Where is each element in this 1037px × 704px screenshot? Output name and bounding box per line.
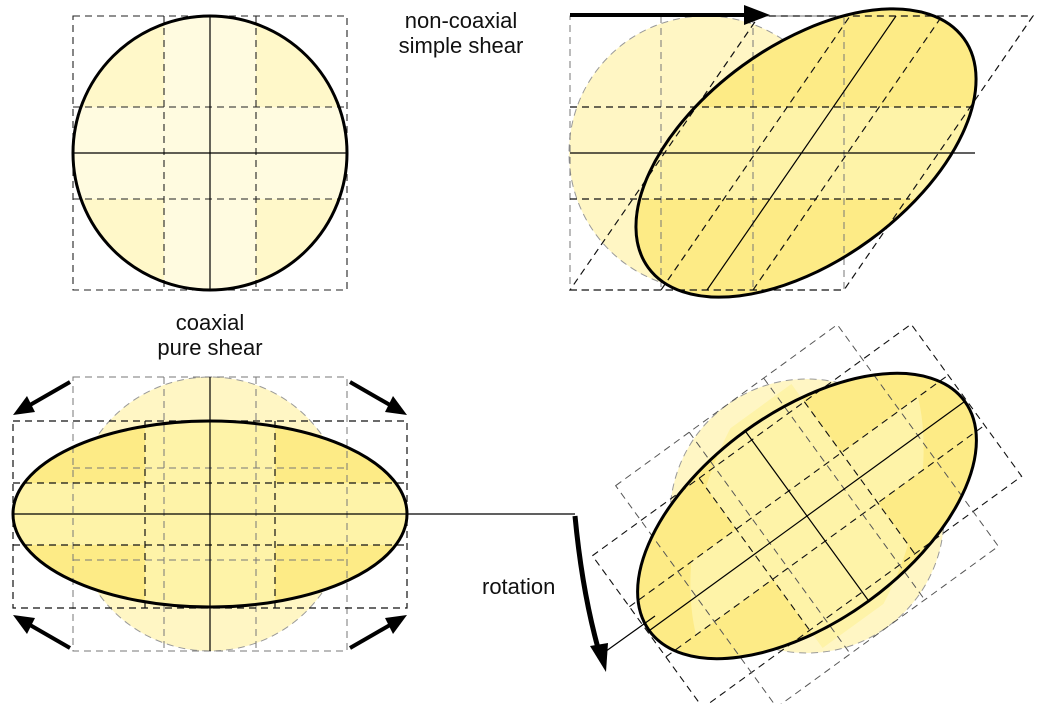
simple-shear-label-line2: simple shear (398, 33, 524, 58)
undeformed-axes (73, 16, 347, 290)
extension-arrows (13, 380, 407, 650)
shear-arrow (570, 5, 770, 25)
sheared-grid (568, 15, 1035, 291)
simple-shear-label-line1: non-coaxial (404, 8, 518, 33)
panel-undeformed (71, 14, 349, 292)
sheared-ellipse-outline (634, 7, 978, 299)
undeformed-circle-outline (71, 14, 349, 292)
rotation-reference-line (601, 615, 656, 655)
rotated-ellipse-outline (636, 371, 978, 661)
arrow-bottom-left (13, 615, 71, 650)
pure-shear-label-line2: pure shear (157, 335, 263, 360)
rotation-label-text: rotation (482, 574, 556, 599)
pure-shear-label: coaxial pure shear (85, 310, 335, 360)
sheared-axes (570, 15, 975, 291)
pure-shear-label-line1: coaxial (175, 310, 245, 335)
rotation-arrow (572, 515, 608, 672)
rotation-label: rotation (482, 574, 555, 599)
arrow-top-left (13, 380, 71, 415)
panel-rotation (572, 323, 1023, 704)
panel-simple-shear (568, 5, 1035, 299)
arrow-bottom-right (349, 615, 407, 650)
rotated-axes (648, 400, 966, 632)
simple-shear-label: non-coaxial simple shear (330, 8, 592, 58)
panel-pure-shear (11, 376, 409, 652)
pure-shear-axes (13, 377, 407, 651)
arrow-top-right (349, 380, 407, 415)
